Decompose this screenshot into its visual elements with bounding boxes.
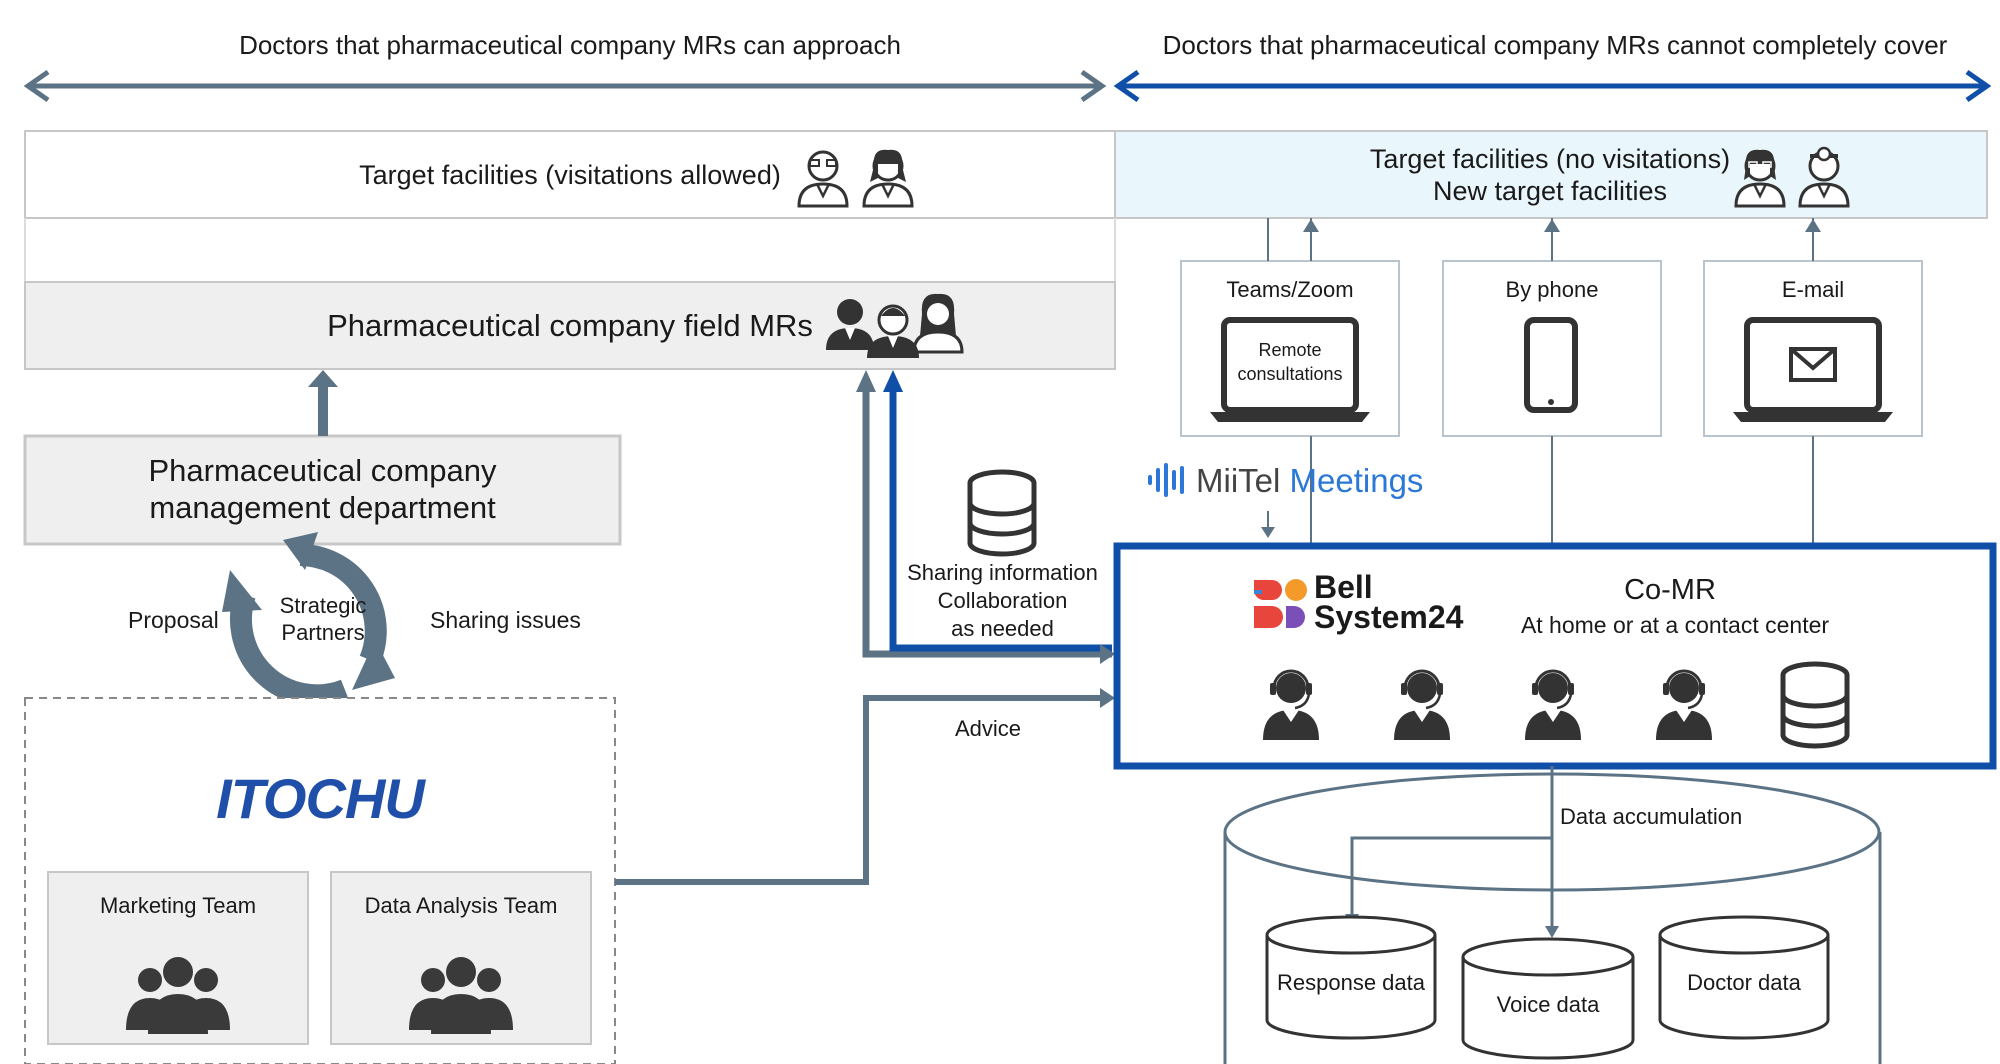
- doctor-head-mirror-icon: [1798, 146, 1850, 208]
- bell-brand-line-2: System24: [1314, 599, 1464, 635]
- sharing-info-label-1: Sharing information: [907, 560, 1098, 585]
- data-accumulation-label: Data accumulation: [1560, 804, 1743, 829]
- sharing-info-label-3: as needed: [951, 616, 1054, 641]
- laptop-icon: [1210, 317, 1370, 422]
- advice-arrow: [615, 695, 1105, 885]
- voice-data-label: Voice data: [1496, 992, 1600, 1017]
- left-span-label: Doctors that pharmaceutical company MRs …: [239, 30, 901, 60]
- email-label: E-mail: [1781, 277, 1845, 302]
- itochu-logo: ITOCHU: [216, 767, 425, 830]
- response-data-label: Response data: [1277, 970, 1425, 995]
- target-visit-allowed-band: [24, 130, 1116, 219]
- data-analysis-team-label: Data Analysis Team: [364, 893, 558, 918]
- miitel-logo-icon: [1148, 463, 1184, 497]
- voice-data-cylinder: [1461, 937, 1635, 1060]
- target-no-visit-label-1: Target facilities (no visitations): [1369, 144, 1731, 174]
- bell-system24-logo-icon: [1254, 579, 1307, 628]
- top-left-span-arrow: [23, 69, 1107, 103]
- strategic-label: Strategic: [279, 593, 367, 618]
- right-span-label: Doctors that pharmaceutical company MRs …: [1162, 30, 1948, 60]
- remote-label-1: Remote: [1258, 340, 1322, 360]
- partners-label: Partners: [281, 620, 365, 645]
- phone-icon: [1524, 317, 1578, 413]
- bell-brand-line-1: Bell: [1314, 569, 1373, 605]
- by-phone-label: By phone: [1505, 277, 1599, 302]
- female-doctor-icon: [862, 149, 914, 208]
- database-icon: [970, 472, 1034, 554]
- doctor-data-label: Doctor data: [1687, 970, 1801, 995]
- remote-label-2: consultations: [1237, 364, 1343, 384]
- co-mr-database-icon: [1783, 664, 1847, 746]
- miitel-brand-b: Meetings: [1289, 462, 1424, 499]
- target-no-visit-label-2: New target facilities: [1432, 176, 1668, 206]
- sharing-issues-label: Sharing issues: [430, 607, 581, 633]
- marketing-team-label: Marketing Team: [99, 893, 257, 918]
- co-mr-subtitle: At home or at a contact center: [1520, 612, 1830, 638]
- miitel-logo: MiiTel Meetings: [1196, 461, 1423, 501]
- email-laptop-icon: [1733, 317, 1893, 422]
- teams-zoom-label: Teams/Zoom: [1226, 277, 1354, 302]
- response-data-cylinder: [1265, 915, 1437, 1040]
- field-mrs-label: Pharmaceutical company field MRs: [327, 308, 813, 343]
- doctor-icon: [797, 150, 849, 208]
- top-right-span-arrow: [1113, 69, 1992, 103]
- mr-group-icon: [826, 293, 964, 358]
- management-box: [23, 434, 622, 546]
- sharing-info-label-2: Collaboration: [937, 588, 1068, 613]
- miitel-brand-a: MiiTel: [1196, 462, 1281, 499]
- management-to-mrs-arrow: [308, 370, 338, 436]
- management-label-2: management department: [149, 490, 496, 525]
- sharing-arrows: [862, 378, 1112, 658]
- co-mr-title: Co-MR: [1624, 574, 1716, 606]
- proposal-label: Proposal: [128, 607, 219, 633]
- target-visit-allowed-label: Target facilities (visitations allowed): [359, 160, 781, 190]
- management-label-1: Pharmaceutical company: [148, 453, 497, 488]
- advice-label: Advice: [955, 716, 1022, 741]
- female-doctor-glasses-icon: [1734, 149, 1786, 208]
- doctor-data-cylinder: [1658, 915, 1830, 1040]
